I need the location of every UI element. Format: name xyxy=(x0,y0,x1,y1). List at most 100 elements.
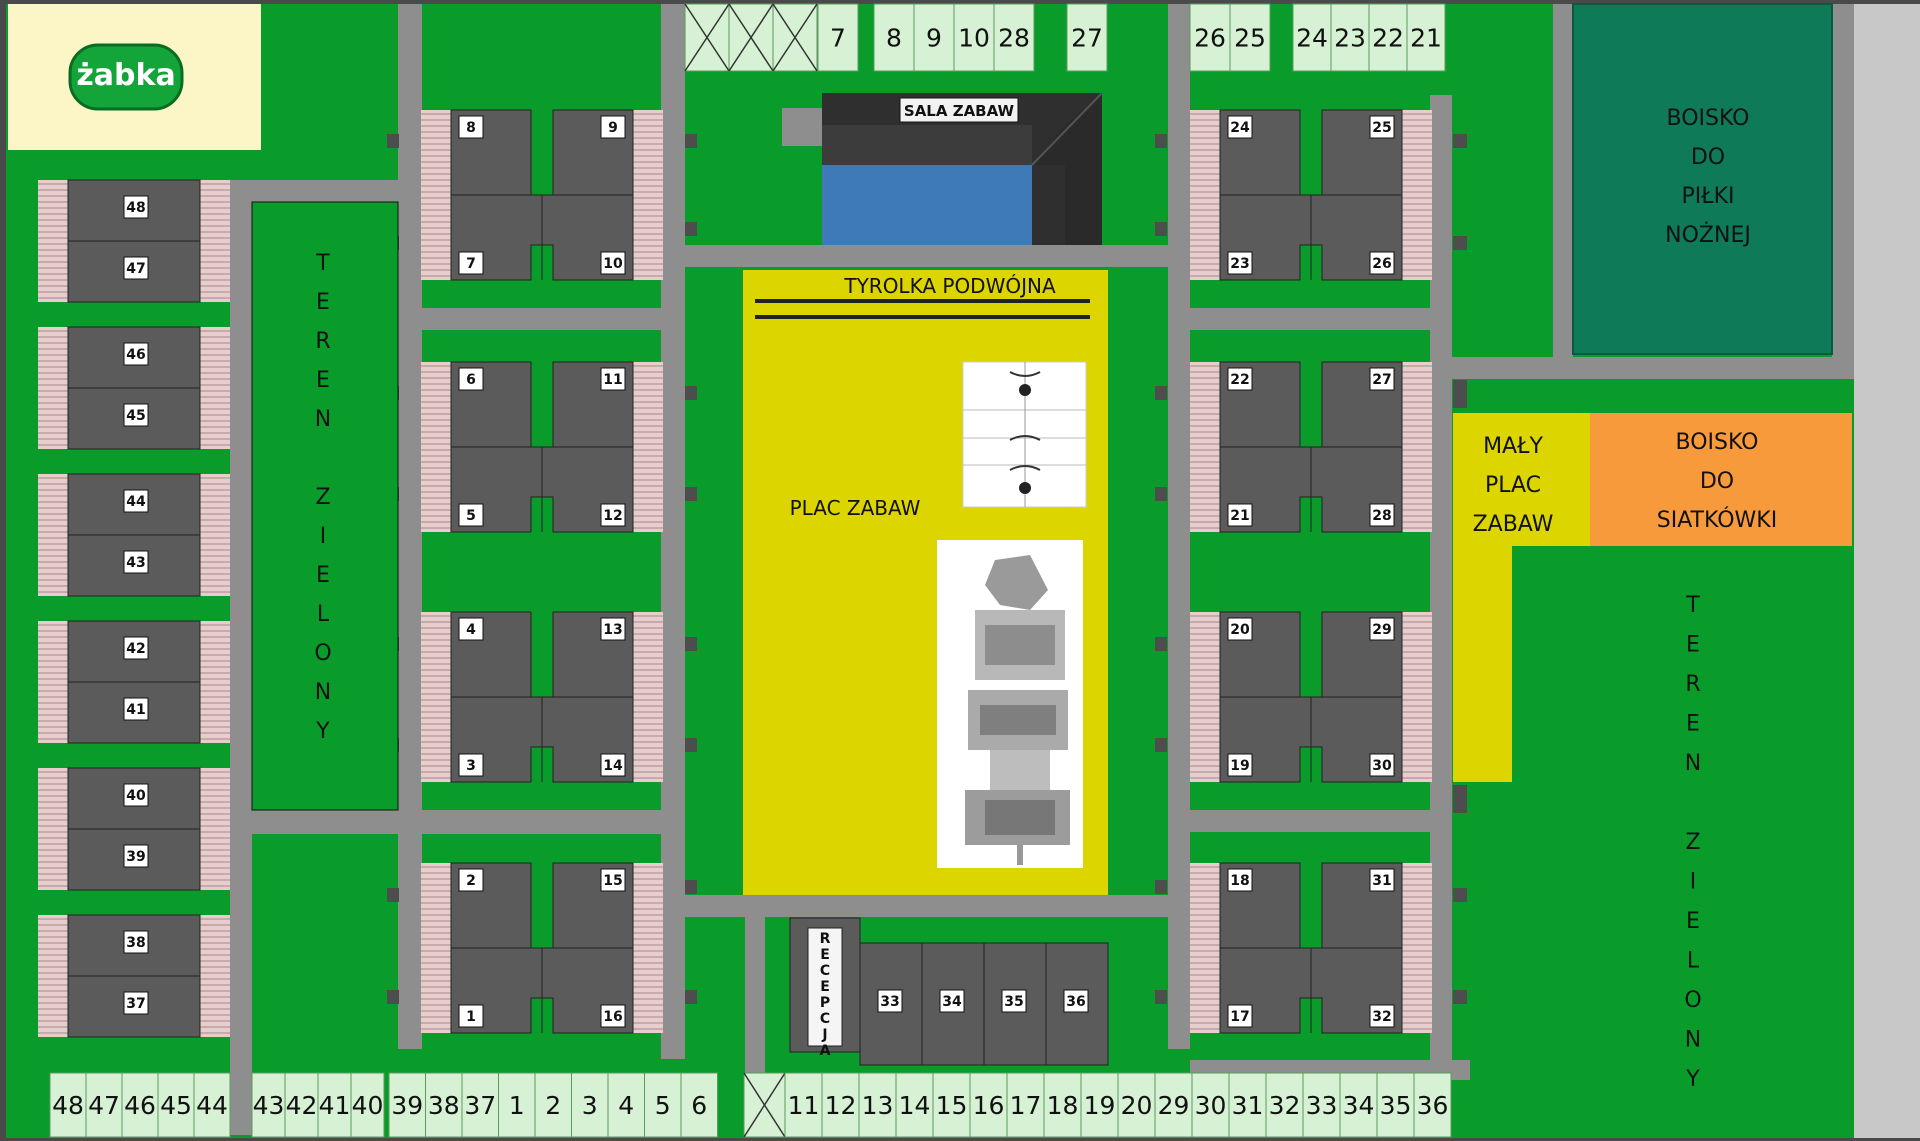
svg-text:35: 35 xyxy=(1004,994,1023,1010)
terrace-hatch xyxy=(421,110,451,280)
svg-text:44: 44 xyxy=(126,494,146,510)
svg-text:39: 39 xyxy=(391,1091,423,1120)
svg-text:21: 21 xyxy=(1410,24,1442,53)
parking-spot xyxy=(743,1072,786,1138)
svg-text:4: 4 xyxy=(618,1091,634,1120)
svg-text:15: 15 xyxy=(936,1091,968,1120)
svg-text:3: 3 xyxy=(582,1091,598,1120)
parking-spot: 19 xyxy=(1080,1072,1119,1138)
terrace-hatch xyxy=(421,612,451,782)
svg-text:16: 16 xyxy=(603,1009,622,1025)
parking-spot: 18 xyxy=(1043,1072,1082,1138)
house-number: 29 xyxy=(1369,617,1395,641)
house-number: 23 xyxy=(1227,251,1253,275)
parking-spot: 34 xyxy=(1339,1072,1378,1138)
house-number: 4 xyxy=(458,617,484,641)
svg-text:32: 32 xyxy=(1372,1009,1391,1025)
house-number: 47 xyxy=(123,256,149,280)
house-number: 46 xyxy=(123,342,149,366)
small-playground xyxy=(1453,413,1590,782)
terrace-hatch xyxy=(633,612,663,782)
parking-spot: 24 xyxy=(1292,3,1332,72)
parking-spot: 14 xyxy=(895,1072,934,1138)
parking-spot: 1 xyxy=(498,1072,536,1138)
svg-text:31: 31 xyxy=(1232,1091,1264,1120)
svg-text:17: 17 xyxy=(1010,1091,1042,1120)
house-number: 19 xyxy=(1227,753,1253,777)
house-number: 38 xyxy=(123,930,149,954)
parking-spot: 45 xyxy=(157,1072,195,1138)
house-number: 14 xyxy=(600,753,626,777)
house-number: 41 xyxy=(123,697,149,721)
svg-text:6: 6 xyxy=(466,372,476,388)
zipline-label: TYROLKA PODWÓJNA xyxy=(843,274,1056,298)
climbing-structure xyxy=(937,540,1083,868)
terrace-hatch xyxy=(1402,863,1432,1033)
parking-spot: 31 xyxy=(1228,1072,1267,1138)
house-number: 31 xyxy=(1369,868,1395,892)
svg-text:31: 31 xyxy=(1372,873,1391,889)
svg-text:16: 16 xyxy=(973,1091,1005,1120)
parking-spot: 30 xyxy=(1191,1072,1230,1138)
svg-text:48: 48 xyxy=(52,1091,84,1120)
svg-text:10: 10 xyxy=(603,256,623,272)
svg-text:34: 34 xyxy=(1343,1091,1375,1120)
svg-text:45: 45 xyxy=(160,1091,192,1120)
playground: TYROLKA PODWÓJNA PLAC ZABAW xyxy=(743,270,1108,895)
svg-text:10: 10 xyxy=(958,24,990,53)
svg-text:2: 2 xyxy=(466,873,476,889)
svg-text:47: 47 xyxy=(88,1091,120,1120)
house-number: 36 xyxy=(1063,989,1089,1013)
svg-text:23: 23 xyxy=(1334,24,1366,53)
house-number: 3 xyxy=(458,753,484,777)
house-number: 48 xyxy=(123,195,149,219)
svg-text:37: 37 xyxy=(464,1091,496,1120)
svg-text:3: 3 xyxy=(466,758,476,774)
parking-spot: 15 xyxy=(932,1072,971,1138)
playground-label: PLAC ZABAW xyxy=(790,496,921,520)
parking-spot: 47 xyxy=(85,1072,123,1138)
parking-spot: 10 xyxy=(953,3,995,72)
svg-text:34: 34 xyxy=(942,994,962,1010)
house-number: 28 xyxy=(1369,503,1395,527)
parking-spot: 44 xyxy=(193,1072,231,1138)
parking-spot: 27 xyxy=(1066,3,1108,72)
terrace-hatch xyxy=(633,863,663,1033)
parking-spot: 16 xyxy=(969,1072,1008,1138)
road-right-edge xyxy=(1854,4,1920,1138)
parking-spot: 32 xyxy=(1265,1072,1304,1138)
svg-text:13: 13 xyxy=(862,1091,894,1120)
svg-text:5: 5 xyxy=(655,1091,671,1120)
parking-spot: 5 xyxy=(644,1072,682,1138)
svg-text:33: 33 xyxy=(1306,1091,1338,1120)
svg-text:12: 12 xyxy=(825,1091,857,1120)
svg-text:44: 44 xyxy=(196,1091,228,1120)
parking-spot: 41 xyxy=(317,1072,352,1138)
svg-text:43: 43 xyxy=(253,1091,285,1120)
paths xyxy=(230,4,1854,1135)
parking-spot: 7 xyxy=(817,3,859,72)
parking-spot: 38 xyxy=(425,1072,463,1138)
house-number: 22 xyxy=(1227,367,1253,391)
svg-text:40: 40 xyxy=(352,1091,384,1120)
svg-text:36: 36 xyxy=(1066,994,1085,1010)
svg-text:14: 14 xyxy=(603,758,623,774)
svg-text:30: 30 xyxy=(1195,1091,1227,1120)
terrace-hatch xyxy=(200,915,230,1037)
parking-spot xyxy=(728,3,774,72)
svg-text:23: 23 xyxy=(1230,256,1249,272)
svg-text:27: 27 xyxy=(1372,372,1391,388)
parking-spot: 40 xyxy=(350,1072,385,1138)
